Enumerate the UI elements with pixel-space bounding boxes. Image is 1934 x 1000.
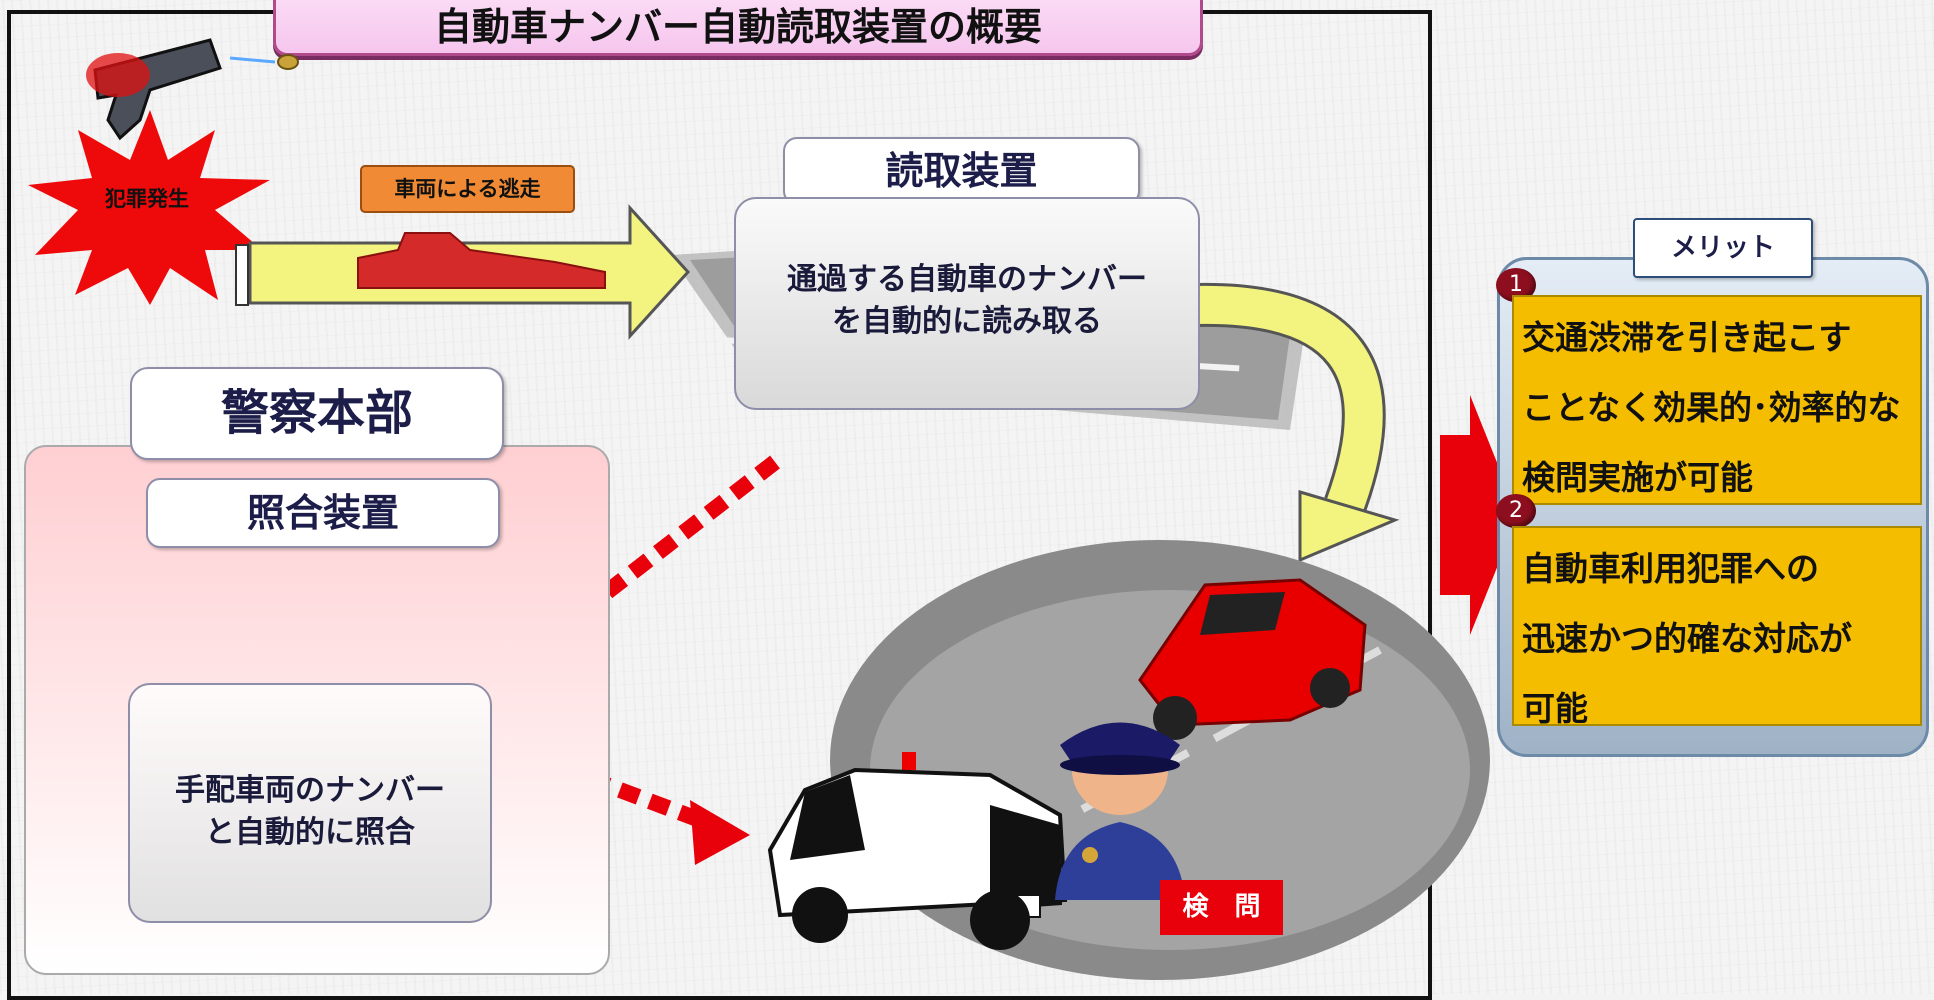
merit-1-line3: 検問実施が可能 [1522, 458, 1753, 497]
escape-label: 車両による逃走 [360, 165, 575, 213]
matcher-title: 照合装置 [146, 478, 500, 548]
reader-description: 通過する自動車のナンバー を自動的に読み取る [734, 197, 1200, 410]
reader-desc-line2: を自動的に読み取る [832, 304, 1102, 339]
page-title: 自動車ナンバー自動読取装置の概要 [273, 0, 1203, 56]
merit-number-2: 2 [1496, 494, 1536, 528]
reader-desc-line1: 通過する自動車のナンバー [787, 262, 1147, 297]
merit-2-line2: 迅速かつ的確な対応が [1522, 619, 1852, 658]
merit-item-1: 交通渋滞を引き起こす ことなく効果的･効率的な 検問実施が可能 [1512, 295, 1922, 505]
curve-arrow [1194, 282, 1400, 563]
reader-title: 読取装置 [783, 137, 1140, 205]
red-car-icon [1138, 578, 1367, 740]
police-officer-icon [1055, 722, 1185, 900]
police-car-icon [767, 752, 1068, 950]
escape-arrow [235, 204, 691, 340]
hq-desc-line2: と自動的に照合 [205, 815, 415, 850]
merit-title: メリット [1633, 218, 1813, 278]
merit-1-line1: 交通渋滞を引き起こす [1522, 318, 1852, 357]
hq-title: 警察本部 [130, 367, 504, 460]
gun-icon [86, 38, 299, 141]
merit-arrow [1440, 395, 1518, 635]
crime-star [28, 110, 270, 305]
merit-item-2: 自動車利用犯罪への 迅速かつ的確な対応が 可能 [1512, 526, 1922, 728]
crime-occurred-label: 犯罪発生 [105, 187, 189, 211]
merit-2-line1: 自動車利用犯罪への [1522, 549, 1819, 588]
merit-2-line3: 可能 [1522, 689, 1588, 728]
hq-desc-line1: 手配車両のナンバー [175, 773, 445, 808]
merit-1-line2: ことなく効果的･効率的な [1522, 388, 1901, 427]
inspection-label: 検 問 [1160, 880, 1283, 935]
diagram-frame: 自動車ナンバー自動読取装置の概要 [7, 0, 1432, 1000]
hq-description: 手配車両のナンバー と自動的に照合 [128, 683, 492, 923]
